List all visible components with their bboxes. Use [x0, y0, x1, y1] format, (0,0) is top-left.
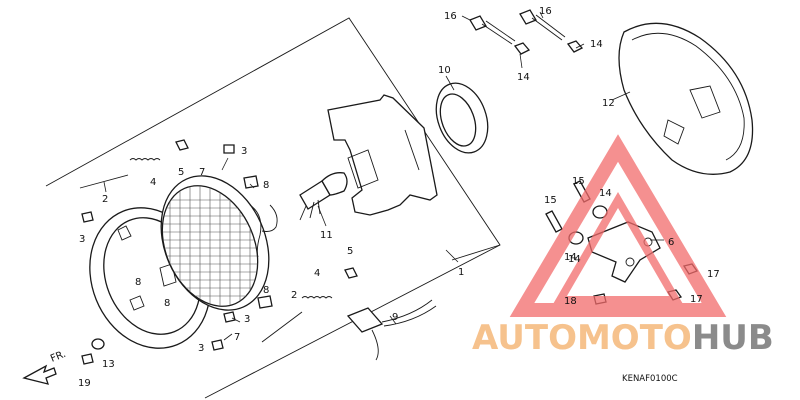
- bulb-socket-harness: [346, 299, 437, 361]
- screw-2-upper: [79, 174, 129, 189]
- callout-label: 14: [590, 39, 603, 50]
- callout-label: 6: [668, 237, 674, 248]
- watermark-brand: AUTOMOTOHUB: [472, 318, 774, 358]
- callout-label: 5: [178, 167, 184, 178]
- nut-14-a: [513, 42, 531, 55]
- spring-4-upper: [129, 158, 161, 161]
- callout-label: 3: [198, 343, 204, 354]
- bolt-16-left: [469, 15, 516, 45]
- callout-label: 10: [438, 65, 451, 76]
- callout-label: 8: [263, 285, 269, 296]
- watermark-brand-part1: AUTOMOTO: [472, 318, 692, 358]
- callout-label: 8: [135, 277, 141, 288]
- callout-label: 3: [241, 146, 247, 157]
- clip-8-upper: [243, 175, 259, 189]
- callout-label: 15: [544, 195, 557, 206]
- nut-5-lower: [344, 267, 358, 279]
- nut-5-upper: [175, 139, 189, 151]
- callout-label: 4: [150, 177, 156, 188]
- dust-cover-ring: [435, 82, 489, 154]
- callout-label: 7: [234, 332, 240, 343]
- headlight-bulb: [261, 172, 348, 232]
- callout-label: 14: [517, 72, 530, 83]
- front-direction-arrow: [22, 364, 57, 385]
- callout-label: 3: [244, 314, 250, 325]
- watermark-logo-icon: [509, 134, 727, 317]
- screw-3-left: [81, 211, 94, 223]
- callout-label: 8: [164, 298, 170, 309]
- diagram-code: KENAF0100C: [622, 374, 678, 384]
- callout-label: 1: [458, 267, 464, 278]
- screw-2-lower: [261, 311, 303, 343]
- callout-label: 19: [78, 378, 91, 389]
- callout-label: 17: [707, 269, 720, 280]
- screw-3-lower: [223, 311, 236, 323]
- grommet-13: [91, 338, 105, 350]
- bolt-16-right: [519, 9, 566, 41]
- collar-15-b: [545, 210, 563, 233]
- callout-label: 14: [568, 254, 581, 265]
- callout-label: 3: [79, 234, 85, 245]
- callout-label: 7: [199, 167, 205, 178]
- headlight-case: [618, 22, 754, 175]
- headlight-bracket: [327, 94, 438, 216]
- callouts: 16 16 14 14 14 10 12 2 4 5 3 7 8 3 11 8 …: [78, 6, 720, 389]
- callout-label: 4: [314, 268, 320, 279]
- callout-label: 18: [564, 296, 577, 307]
- callout-label: 17: [690, 294, 703, 305]
- callout-label: 13: [102, 359, 115, 370]
- nut-14-b: [566, 40, 584, 53]
- callout-label: 15: [572, 176, 585, 187]
- callout-label: 5: [347, 246, 353, 257]
- callout-label: 8: [263, 180, 269, 191]
- callout-label: 14: [599, 188, 612, 199]
- assembly-outline-right-tick: [451, 244, 501, 261]
- callout-label: 2: [291, 290, 297, 301]
- spring-4-lower: [301, 296, 333, 299]
- clip-8-lower: [257, 295, 273, 309]
- callout-label: 12: [602, 98, 615, 109]
- screw-3-bottom: [211, 339, 224, 351]
- callout-label: 2: [102, 194, 108, 205]
- headlight-lens: [150, 175, 276, 320]
- callout-label: 16: [444, 11, 457, 22]
- callout-label: 16: [539, 6, 552, 17]
- bolt-19: [81, 353, 94, 365]
- watermark-brand-part2: HUB: [692, 318, 774, 358]
- screw-3-upper: [223, 144, 235, 154]
- front-label: FR.: [49, 349, 68, 365]
- callout-label: 11: [320, 230, 333, 241]
- leader-lines: [103, 11, 664, 341]
- callout-label: 14: [564, 252, 577, 263]
- callout-label: 9: [392, 312, 398, 323]
